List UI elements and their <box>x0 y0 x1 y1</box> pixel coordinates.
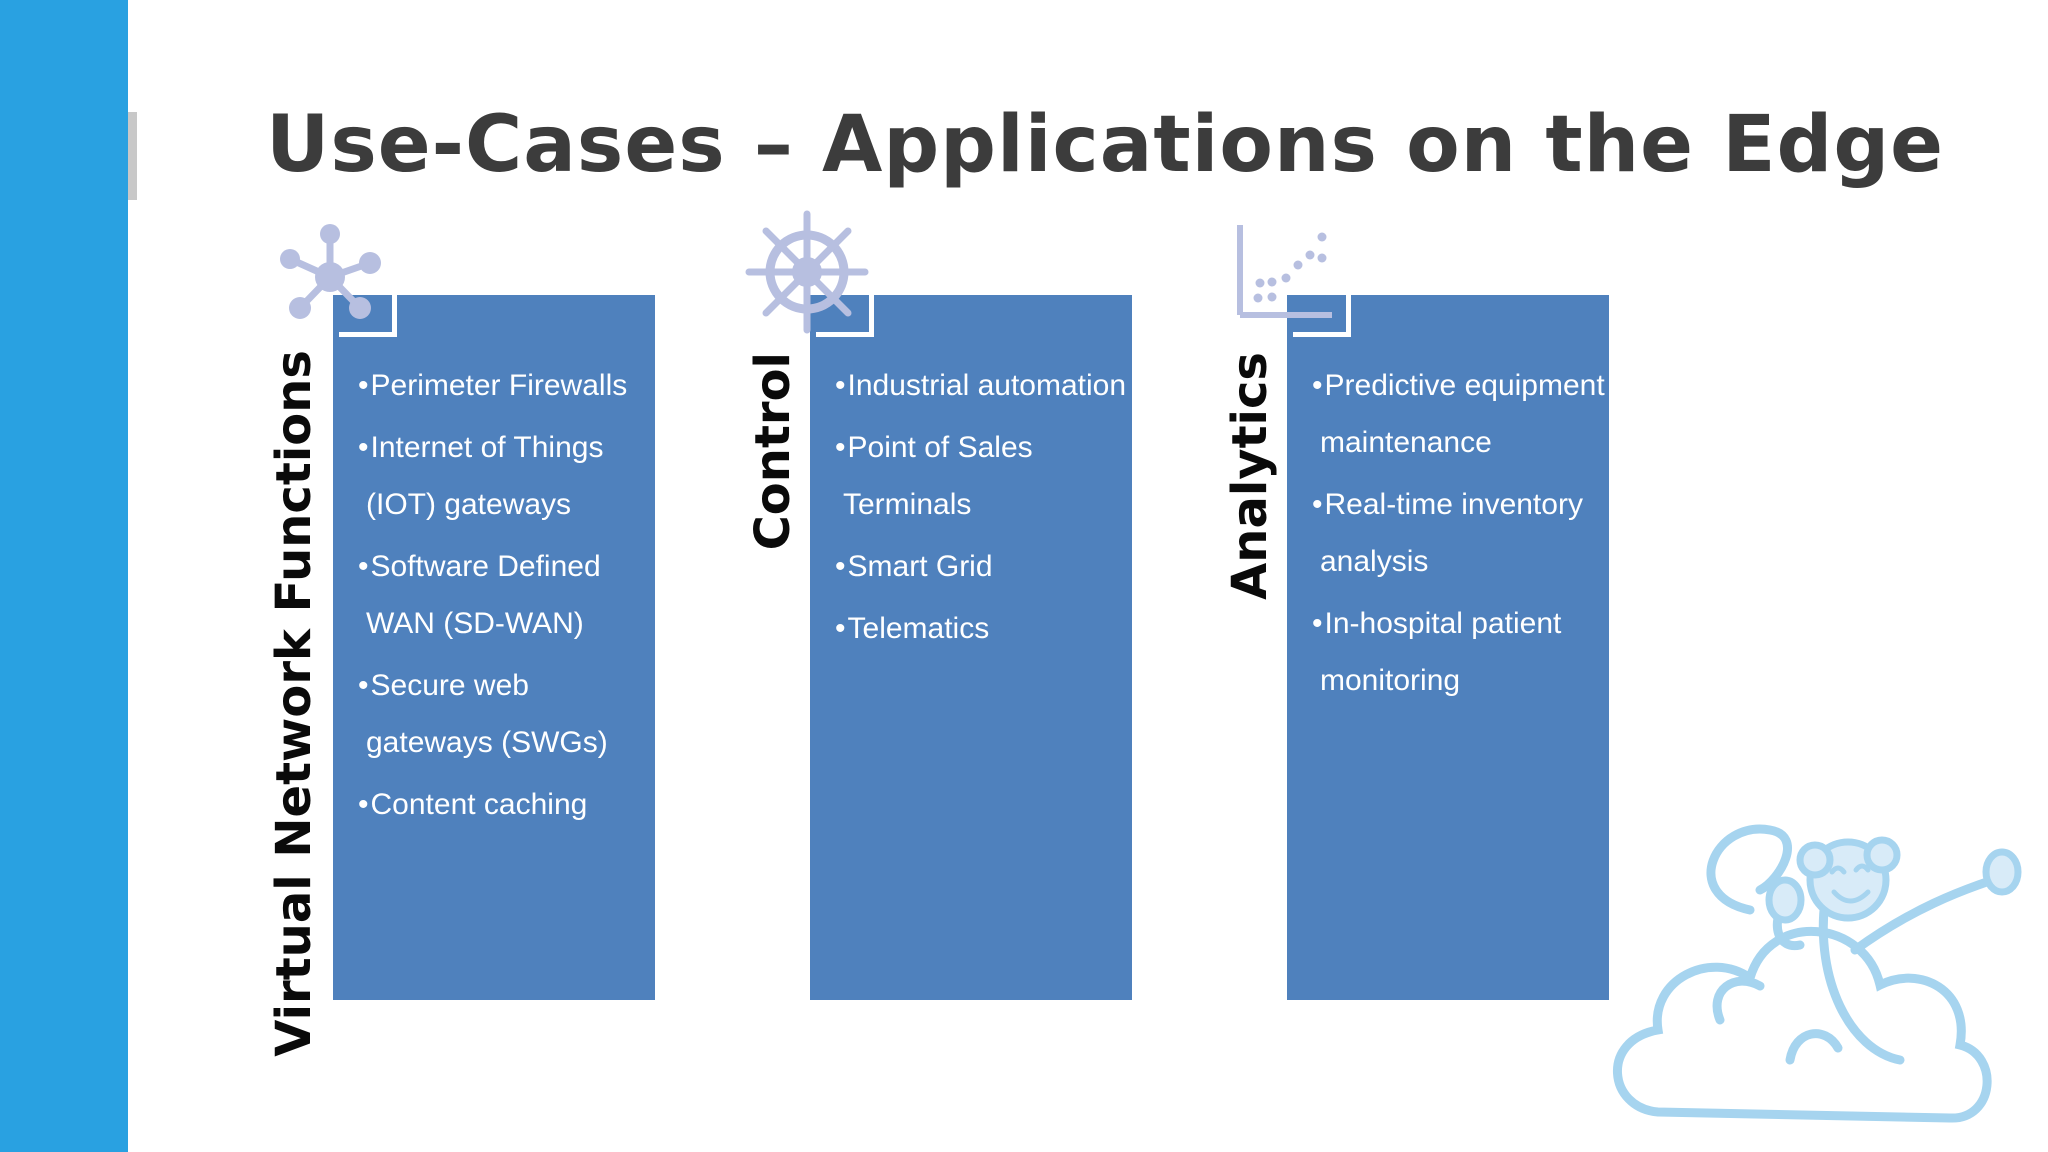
analytics-label: Analytics <box>1222 352 1278 600</box>
vnf-panel-notch <box>339 295 397 337</box>
monkey-cloud-mascot <box>1613 824 2022 1123</box>
list-item: Content caching <box>352 776 652 833</box>
vnf-item-list: Perimeter Firewalls Internet of Things (… <box>352 357 652 838</box>
title-accent-tick <box>128 112 137 200</box>
list-item: In-hospital patient monitoring <box>1306 595 1606 709</box>
control-panel-notch <box>816 295 874 337</box>
list-item: Point of Sales Terminals <box>829 419 1129 533</box>
network-hub-icon <box>280 224 381 319</box>
vnf-label: Virtual Network Functions <box>266 350 322 1057</box>
list-item: Smart Grid <box>829 538 1129 595</box>
left-accent-bar <box>0 0 128 1152</box>
list-item: Industrial automation <box>829 357 1129 414</box>
analytics-panel-notch <box>1293 295 1351 337</box>
list-item: Predictive equipment maintenance <box>1306 357 1606 471</box>
list-item: Secure web gateways (SWGs) <box>352 657 652 771</box>
list-item: Real-time inventory analysis <box>1306 476 1606 590</box>
control-label: Control <box>745 352 801 551</box>
list-item: Internet of Things (IOT) gateways <box>352 419 652 533</box>
ship-wheel-icon <box>745 210 869 334</box>
slide-title: Use-Cases – Applications on the Edge <box>266 100 1945 190</box>
list-item: Perimeter Firewalls <box>352 357 652 414</box>
list-item: Telematics <box>829 600 1129 657</box>
scatter-chart-icon <box>1237 225 1332 318</box>
control-item-list: Industrial automation Point of Sales Ter… <box>829 357 1129 662</box>
analytics-item-list: Predictive equipment maintenance Real-ti… <box>1306 357 1606 714</box>
list-item: Software Defined WAN (SD-WAN) <box>352 538 652 652</box>
